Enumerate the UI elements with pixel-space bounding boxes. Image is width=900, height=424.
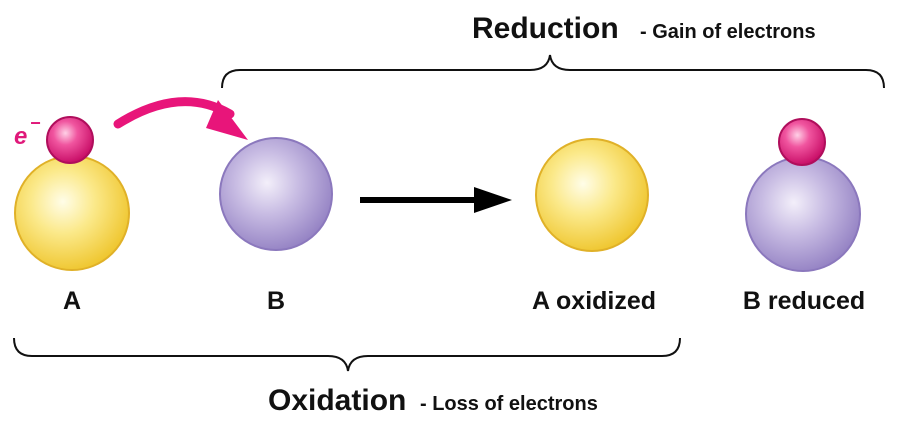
label-a-oxidized: A oxidized <box>532 287 656 315</box>
reduction-label: Reduction <box>472 12 619 45</box>
electron-label: e − <box>14 113 41 150</box>
oxidation-brace <box>13 337 681 372</box>
oxidation-subtitle: - Loss of electrons <box>420 393 598 415</box>
atom-b-icon <box>219 137 333 251</box>
oxidation-label: Oxidation <box>268 384 406 417</box>
electron-icon <box>46 116 94 164</box>
atom-a-oxidized-icon <box>535 138 649 252</box>
electron-charge: − <box>30 113 41 133</box>
reduction-title: Reduction - Gain of electrons <box>472 12 816 45</box>
electron-symbol: e <box>14 123 27 150</box>
transfer-arrowhead-icon <box>206 100 248 140</box>
reduction-subtitle: - Gain of electrons <box>640 21 816 43</box>
oxidation-title: Oxidation - Loss of electrons <box>268 384 598 417</box>
label-b-reduced: B reduced <box>743 287 865 315</box>
label-b: B <box>267 287 285 315</box>
reduction-brace <box>221 54 885 89</box>
atom-b-reduced-icon <box>745 156 861 272</box>
reaction-arrowhead-icon <box>474 187 512 213</box>
atom-a-icon <box>14 155 130 271</box>
electron-on-b-icon <box>778 118 826 166</box>
label-a: A <box>63 287 81 315</box>
